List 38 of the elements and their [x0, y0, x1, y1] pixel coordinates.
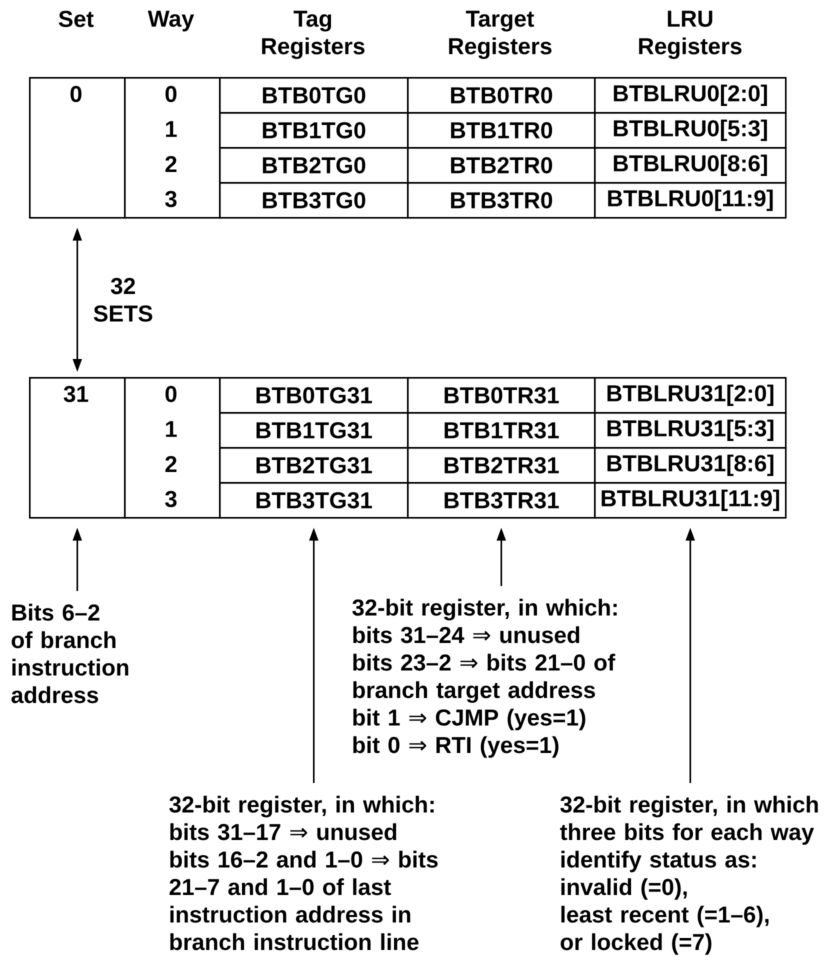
register-cell: BTB0TG0 [219, 77, 409, 114]
column-header: Set [58, 10, 94, 28]
register-cell: BTB2TR0 [407, 147, 596, 184]
register-cell: BTB0TR31 [407, 377, 596, 414]
column-header: Tag Registers [262, 10, 364, 59]
note-text: Bits 6–2 of branch instruction address [11, 604, 128, 704]
register-cell: BTB3TR31 [407, 482, 596, 519]
register-cell: BTBLRU0[2:0] [594, 77, 787, 114]
register-cell: BTBLRU31[2:0] [594, 377, 787, 414]
column-header: Target Registers [449, 10, 552, 59]
register-cell: BTB3TG31 [219, 482, 409, 519]
register-cell: BTB1TR0 [407, 112, 596, 149]
register-cell: BTBLRU31[8:6] [594, 447, 787, 484]
set-cell: 0 [29, 77, 126, 219]
register-cell: BTBLRU31[11:9] [594, 482, 787, 519]
register-cell: BTB0TG31 [219, 377, 409, 414]
column-header: LRU Registers [639, 10, 742, 59]
note-text: 32-bit register, in which three bits for each way identify status as: invalid (=0), least recent (=1–6), or locked (=7) [560, 796, 818, 955]
register-cell: BTBLRU31[5:3] [594, 412, 787, 449]
register-cell: BTB2TR31 [407, 447, 596, 484]
column-header: Way [148, 10, 194, 32]
register-cell: BTB2TG0 [219, 147, 409, 184]
register-cell: BTB1TG0 [219, 112, 409, 149]
register-cell: BTB1TR31 [407, 412, 596, 449]
register-cell: BTB3TG0 [219, 182, 409, 219]
register-cell: BTB0TR0 [407, 77, 596, 114]
register-cell: BTBLRU0[8:6] [594, 147, 787, 184]
set-cell: 31 [29, 377, 126, 519]
way-cell: 0 1 2 3 [124, 377, 221, 519]
register-cell: BTB1TG31 [219, 412, 409, 449]
register-cell: BTBLRU0[11:9] [594, 182, 787, 219]
note-text: 32-bit register, in which: bits 31–24 ⇒ unused bits 23–2 ⇒ bits 21–0 of branch target address bit 1 ⇒ CJMP (yes=1) bit 0 ⇒ RTI (yes=1) [352, 598, 617, 758]
note-text: 32-bit register, in which: bits 31–17 ⇒ unused bits 16–2 and 1–0 ⇒ bits 21–7 and 1–0 of last instruction address in branch instruction line [169, 796, 438, 950]
edge-label: 32 SETS [90, 276, 156, 323]
way-cell: 0 1 2 3 [124, 77, 221, 219]
register-cell: BTB3TR0 [407, 182, 596, 219]
register-cell: BTBLRU0[5:3] [594, 112, 787, 149]
register-cell: BTB2TG31 [219, 447, 409, 484]
